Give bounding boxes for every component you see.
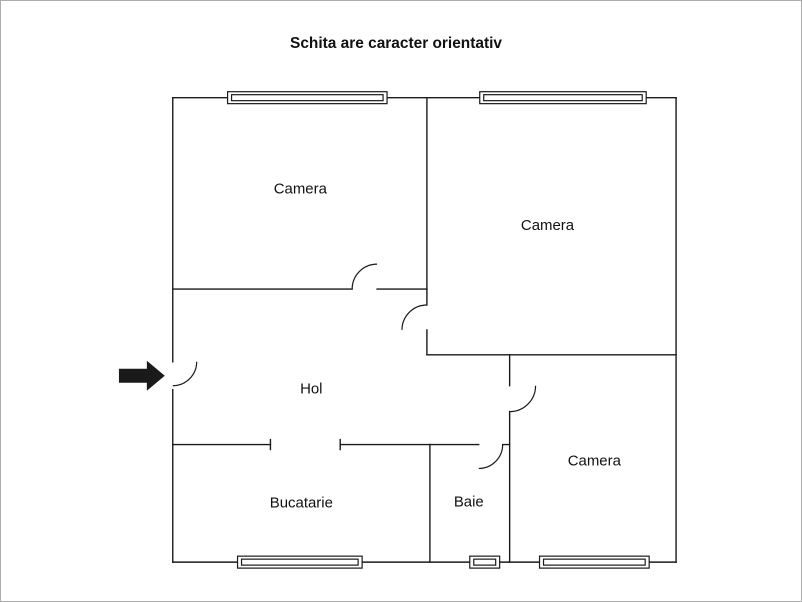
opening-end-caps: [269, 438, 341, 451]
window-bottom-right-inner: [542, 558, 646, 566]
room-label-hol: Hol: [300, 381, 322, 398]
camera-tr-door-arc: [401, 304, 427, 330]
entrance-arrow-icon: [118, 360, 165, 391]
window-bottom-left-inner: [240, 558, 359, 566]
camera-br-door-arc: [509, 385, 537, 413]
entrance-door-arc: [172, 361, 198, 387]
window-baie-inner: [473, 558, 497, 566]
door-arcs: [172, 263, 537, 470]
room-label-camera-top-right: Camera: [521, 217, 575, 234]
window-top-left-inner: [230, 94, 384, 102]
camera-tl-door-arc: [351, 263, 378, 290]
window-top-right-inner: [483, 94, 643, 102]
room-labels: Camera Camera Hol Bucatarie Baie Camera: [270, 180, 622, 511]
room-label-baie: Baie: [454, 493, 484, 510]
walls: [172, 96, 677, 563]
room-label-camera-bottom-right: Camera: [568, 452, 622, 469]
room-label-camera-top-left: Camera: [274, 180, 328, 197]
room-label-bucatarie: Bucatarie: [270, 494, 333, 511]
windows: [226, 91, 650, 569]
page-title: Schita are caracter orientativ: [290, 35, 502, 52]
baie-door-arc: [478, 444, 504, 470]
